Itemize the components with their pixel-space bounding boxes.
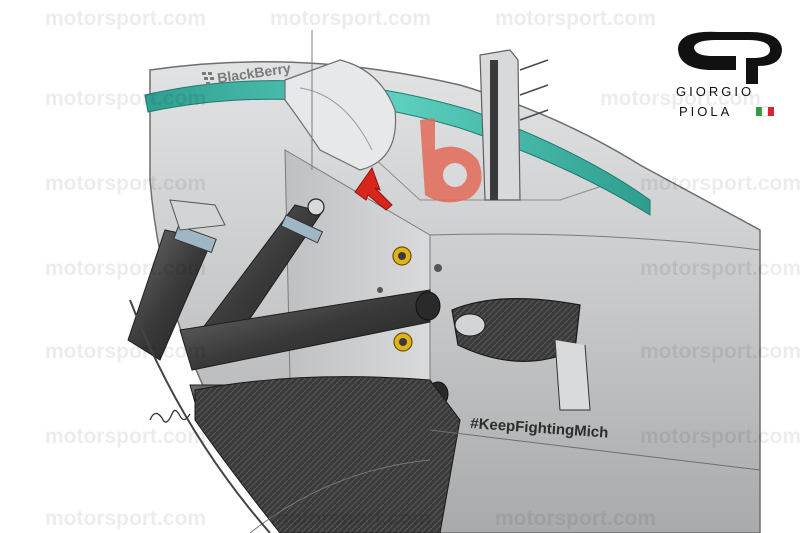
mounting-bolts: [377, 246, 442, 352]
lower-floor: [194, 376, 761, 533]
watermark-text: motorsport.com: [270, 507, 431, 530]
watermark-text: motorsport.com: [600, 87, 761, 110]
watermark-text: motorsport.com: [640, 425, 800, 448]
logo-line-1: GIORGIO: [676, 84, 754, 99]
carbon-winglet: [451, 297, 591, 411]
watermarks: motorsport.com motorsport.com motorsport…: [45, 7, 800, 530]
watermark-text: motorsport.com: [640, 172, 800, 195]
watermark-text: motorsport.com: [45, 87, 206, 110]
watermark-text: motorsport.com: [45, 507, 206, 530]
watermark-text: motorsport.com: [45, 7, 206, 30]
wheel-arc: [129, 299, 271, 533]
watermark-text: motorsport.com: [45, 257, 206, 280]
watermark-text: motorsport.com: [270, 7, 431, 30]
italian-flag-icon: [756, 106, 774, 117]
watermark-text: motorsport.com: [45, 172, 206, 195]
red-arrow: [354, 166, 393, 211]
gp-monogram-icon: [678, 31, 782, 84]
number-graphic: [420, 118, 482, 203]
watermark-text: motorsport.com: [640, 257, 800, 280]
watermark-text: motorsport.com: [495, 7, 656, 30]
watermark-text: motorsport.com: [45, 425, 206, 448]
artist-signature: [149, 409, 191, 423]
camera-pod: [479, 49, 549, 201]
watermark-text: motorsport.com: [495, 507, 656, 530]
giorgio-piola-logo: GIORGIO PIOLA: [676, 31, 782, 119]
watermark-text: motorsport.com: [640, 340, 800, 363]
watermark-text: motorsport.com: [45, 340, 206, 363]
logo-line-2: PIOLA: [679, 104, 732, 119]
upper-flap: [284, 30, 397, 171]
